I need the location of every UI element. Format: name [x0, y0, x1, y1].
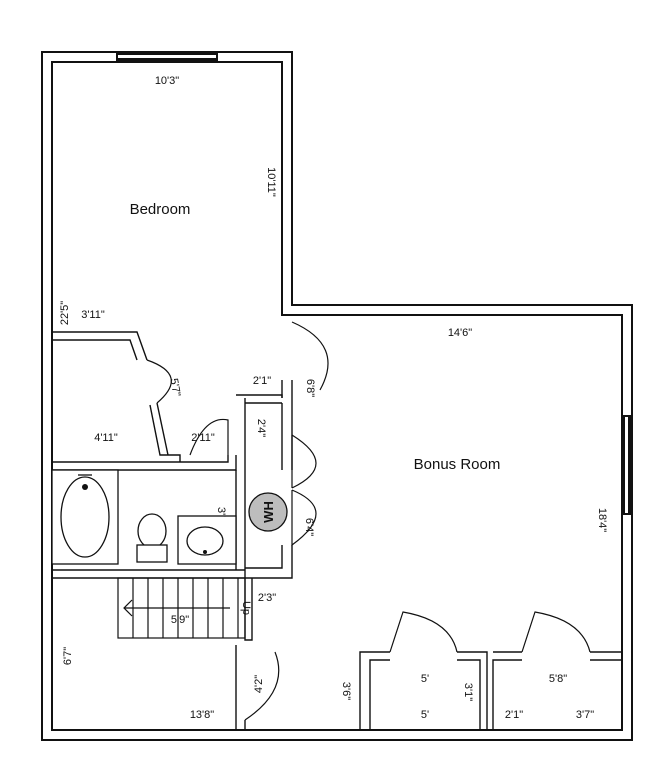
dim-closet-b-top: 5'8" [549, 673, 567, 685]
dim-closet-diag: 5'7" [167, 377, 182, 397]
dim-closet-top: 3'11" [81, 309, 105, 321]
water-heater: WH [248, 492, 288, 532]
sink-vanity [177, 515, 237, 565]
dim-closet-left: 2'4" [255, 419, 267, 437]
dim-bath-small: 3" [215, 507, 227, 517]
dim-stair-width: 5'9" [171, 614, 189, 626]
bonus-entry-door[interactable] [291, 321, 329, 391]
closet-b [492, 611, 622, 730]
dim-bedroom-side: 22'5" [59, 301, 71, 325]
stairs-up-label: Up [240, 601, 252, 615]
wh-closet-door-lower[interactable] [291, 489, 317, 547]
dim-closet-a-side: 3'1" [462, 683, 474, 701]
dim-hall-small: 2'11" [191, 432, 215, 444]
dim-closet-bottom: 4'11" [94, 432, 118, 444]
dim-door-right: 6'8" [304, 379, 316, 397]
hall-walls [236, 380, 293, 579]
bathtub [51, 469, 119, 565]
bonus-room-label: Bonus Room [414, 456, 501, 473]
dim-lower-gap: 3'6" [340, 682, 352, 700]
water-heater-label: WH [261, 501, 276, 523]
dim-hall-top: 2'1" [253, 375, 271, 387]
dim-bedroom-width: 10'3" [155, 75, 179, 87]
dim-closet-a-top: 5' [421, 673, 429, 685]
bath-door[interactable] [189, 418, 229, 456]
dim-wh-side: 6'4" [303, 518, 315, 536]
bedroom-label: Bedroom [130, 201, 191, 218]
dim-lower-bottom: 13'8" [190, 709, 214, 721]
dim-bedroom-depth: 10'11" [265, 167, 277, 197]
bedroom-closet-walls [52, 331, 181, 462]
wh-closet-door-upper[interactable] [291, 434, 317, 489]
staircase[interactable] [117, 577, 253, 641]
dim-closet-b-right: 3'7" [576, 709, 594, 721]
dim-closet-a-bottom: 5' [421, 709, 429, 721]
dim-lower-door: 4'2" [253, 675, 265, 693]
toilet [136, 513, 168, 563]
lower-room-walls [235, 645, 280, 730]
closet-door[interactable] [146, 359, 172, 404]
dim-lower-left: 6'7" [62, 647, 74, 665]
dim-closet-b-left: 2'1" [505, 709, 523, 721]
outer-walls [41, 51, 633, 741]
dim-bonus-depth: 18'4" [596, 508, 608, 532]
dim-bonus-width: 14'6" [448, 327, 472, 339]
closet-a [359, 611, 488, 730]
top-window [116, 52, 218, 62]
right-window [622, 415, 632, 515]
dim-stair-landing: 2'3" [258, 592, 276, 604]
